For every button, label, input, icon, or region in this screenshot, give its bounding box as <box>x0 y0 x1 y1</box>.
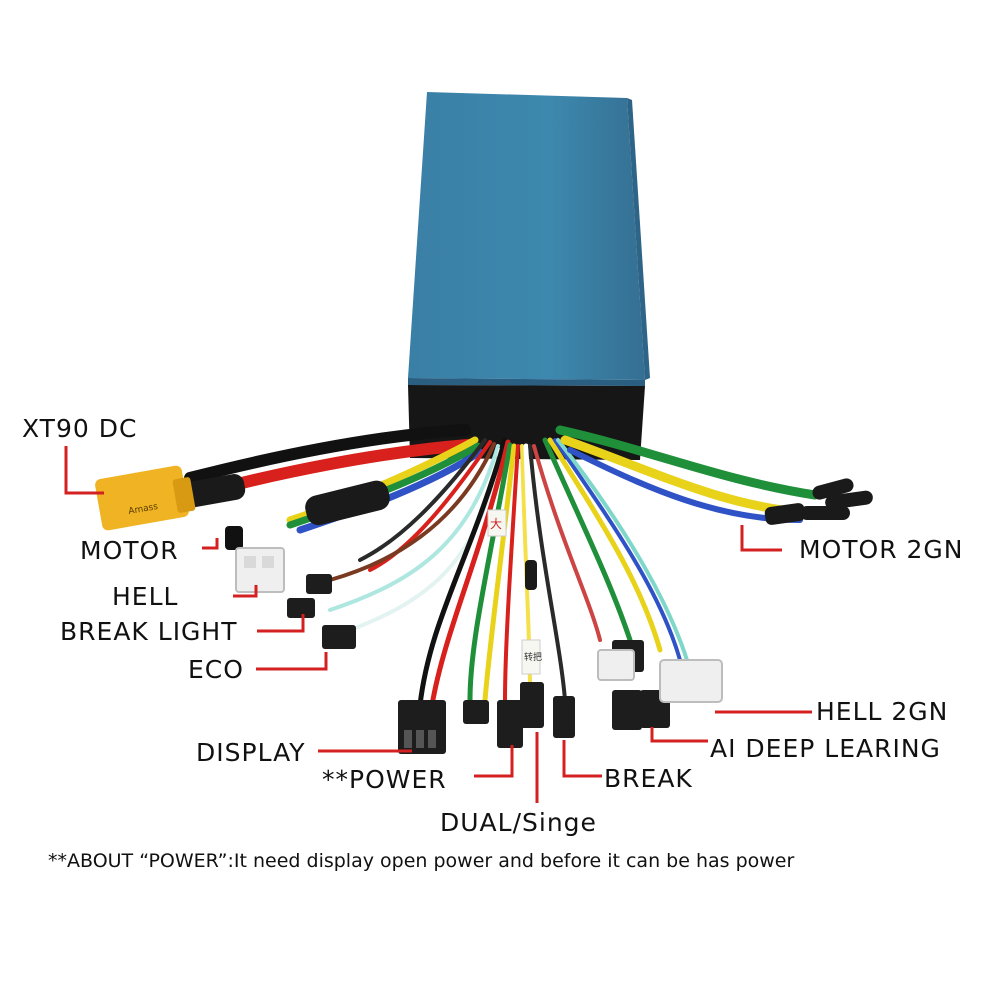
xt90-connector <box>95 465 196 531</box>
controller-housing <box>408 92 650 460</box>
leader-ai <box>650 727 708 743</box>
label-break: BREAK <box>604 764 693 793</box>
heat-shrink-sleeves <box>179 474 806 590</box>
wire-tag-left-text: 大 <box>490 517 502 531</box>
leader-power <box>474 745 514 778</box>
wire-tag-right <box>521 639 541 675</box>
label-hell-2gn: HELL 2GN <box>816 697 949 726</box>
label-eco: ECO <box>188 655 244 684</box>
leader-hell <box>233 585 258 598</box>
leader-motor-2gn <box>740 525 782 552</box>
label-dual-singe: DUAL/Singe <box>440 808 597 837</box>
label-break-light: BREAK LIGHT <box>60 617 238 646</box>
leader-eco <box>256 652 328 671</box>
label-display: DISPLAY <box>196 738 306 767</box>
label-ai-deep-learing: AI DEEP LEARING <box>710 734 941 763</box>
small-black-connectors-left <box>287 574 356 649</box>
right-connector-cluster <box>597 640 723 730</box>
label-motor-2gn: MOTOR 2GN <box>799 535 964 564</box>
motor-bullet-connectors-left <box>225 526 243 550</box>
leader-xt90 <box>64 446 104 495</box>
label-motor: MOTOR <box>80 536 179 565</box>
label-hell: HELL <box>112 582 179 611</box>
label-power: **POWER <box>322 765 447 794</box>
leader-break-light <box>257 614 305 633</box>
power-footnote: **ABOUT “POWER”:It need display open pow… <box>48 850 795 872</box>
wire-tag-right-text: 转把 <box>524 651 542 663</box>
leader-break <box>562 740 602 778</box>
label-xt90-dc: XT90 DC <box>22 414 138 443</box>
motor-bullet-connectors-right <box>800 478 873 520</box>
wire-tag-left <box>487 509 507 537</box>
signal-connectors-center <box>463 682 575 748</box>
leader-lines <box>64 446 812 803</box>
display-connector <box>398 700 446 754</box>
leader-motor <box>202 538 219 550</box>
hall-connector-white <box>235 547 285 593</box>
